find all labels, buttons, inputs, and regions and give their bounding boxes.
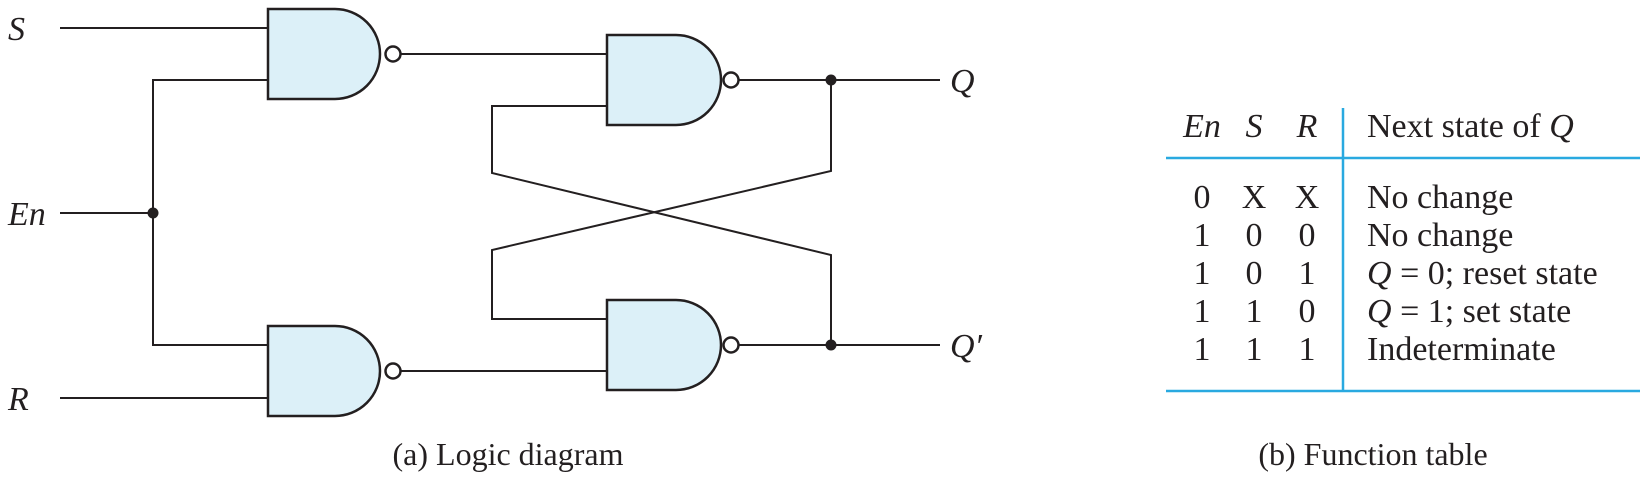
nand-gate-latch-qprime [605, 298, 723, 392]
nand-gate-input-s [266, 7, 382, 101]
table-cell-next-state: No change [1367, 179, 1513, 216]
label-q: Q [950, 63, 975, 100]
nand-gate-latch-q [605, 33, 723, 127]
junction-q [825, 74, 837, 86]
label-r: R [7, 381, 29, 418]
table-cell-r: 1 [1299, 331, 1316, 368]
caption-logic-diagram: (a) Logic diagram [393, 436, 624, 472]
inverter-bubble [384, 45, 402, 63]
table-cell-en: 1 [1194, 293, 1211, 330]
table-cell-en: 1 [1194, 331, 1211, 368]
nand-gate-input-r [266, 324, 382, 418]
wire-feedback-q [491, 80, 832, 320]
table-cell-r: X [1295, 179, 1320, 216]
table-cell-next-state: No change [1367, 217, 1513, 254]
wire-en-to-bottom-gate [152, 213, 268, 346]
table-cell-next-state: Q = 0; reset state [1367, 255, 1598, 292]
table-header-en: En [1182, 108, 1221, 145]
table-cell-r: 1 [1299, 255, 1316, 292]
table-cell-next-state: Q = 1; set state [1367, 293, 1571, 330]
table-header-q: Q [1541, 108, 1574, 145]
table-cell-r: 0 [1299, 217, 1316, 254]
logic-diagram: S En R Q Q′ (a) Logic diagram [7, 7, 983, 472]
inverter-bubble [384, 362, 402, 380]
junction-en [147, 207, 159, 219]
table-cell-s: 0 [1246, 255, 1263, 292]
table-cell-s: X [1242, 179, 1267, 216]
table-cell-r: 0 [1299, 293, 1316, 330]
table-header-next-state: Next state of Q [1367, 108, 1574, 145]
table-cell-next-state: Indeterminate [1367, 331, 1556, 368]
caption-function-table: (b) Function table [1258, 436, 1487, 472]
table-cell-s: 1 [1246, 293, 1263, 330]
inverter-bubble [722, 336, 740, 354]
label-s: S [8, 11, 25, 48]
table-cell-s: 0 [1246, 217, 1263, 254]
wire-en-to-top-gate [152, 79, 268, 213]
label-en: En [7, 196, 46, 233]
junction-qprime [825, 339, 837, 351]
label-q-prime: Q′ [950, 328, 983, 365]
table-cell-en: 0 [1194, 179, 1211, 216]
table-header-s: S [1246, 108, 1263, 145]
wire-feedback-qprime [491, 105, 832, 345]
table-cell-en: 1 [1194, 255, 1211, 292]
table-cell-en: 1 [1194, 217, 1211, 254]
table-cell-s: 1 [1246, 331, 1263, 368]
table-header-next-state-text: Next state of [1367, 108, 1541, 145]
table-header-r: R [1296, 108, 1318, 145]
inverter-bubble [722, 71, 740, 89]
